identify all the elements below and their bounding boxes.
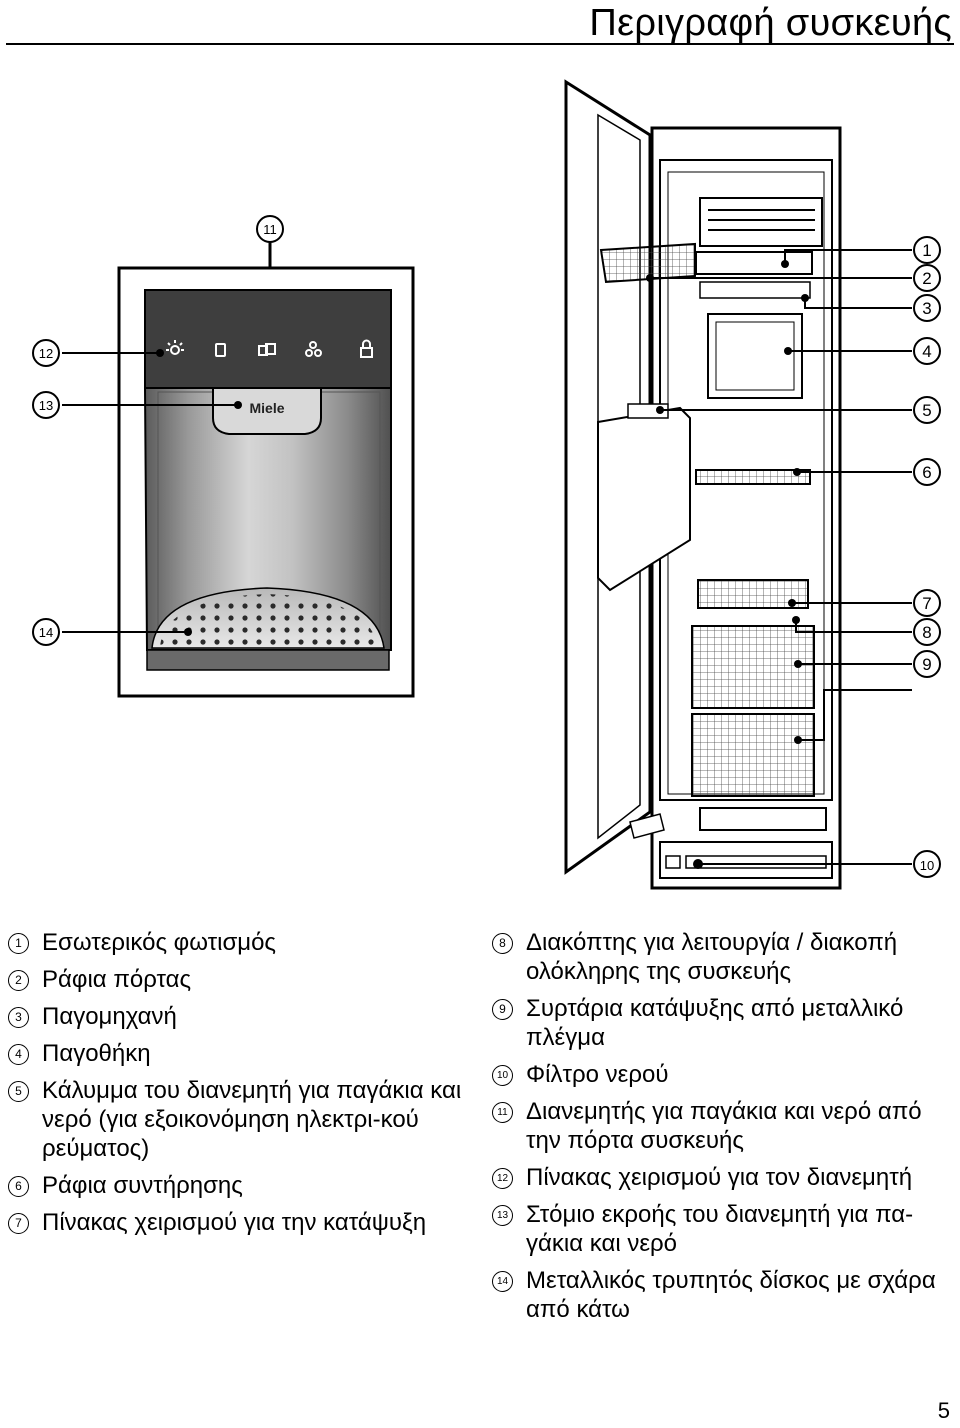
legend-num: 6 xyxy=(8,1176,29,1197)
brand-logo: Miele xyxy=(249,400,284,416)
callout-14: 14 xyxy=(32,618,60,646)
page-number: 5 xyxy=(937,1398,950,1423)
legend-num: 9 xyxy=(492,999,513,1020)
svg-text:4: 4 xyxy=(922,342,931,361)
svg-text:10: 10 xyxy=(920,858,934,873)
legend-num: 14 xyxy=(492,1271,513,1292)
legend-num: 10 xyxy=(492,1065,513,1086)
svg-text:1: 1 xyxy=(922,241,931,260)
callout-4: 4 xyxy=(913,337,941,365)
legend-item-12: 12 Πίνακας χειρισμού για τον διανεμητή xyxy=(492,1163,956,1192)
water-glass-icon xyxy=(215,343,226,357)
svg-text:12: 12 xyxy=(39,346,53,361)
legend-item-10: 10 Φίλτρο νερού xyxy=(492,1060,956,1089)
legend-item-9: 9 Συρτάρια κατάψυξης από μεταλλικό πλέγμα xyxy=(492,994,956,1052)
legend-text: Ράφια πόρτας xyxy=(42,966,192,993)
legend-num: 11 xyxy=(492,1102,513,1123)
legend-num: 8 xyxy=(492,933,513,954)
legend-item-5: 5 Κάλυμμα του διανεμητή για παγάκια και ν… xyxy=(8,1076,462,1163)
legend-num: 3 xyxy=(8,1007,29,1028)
lock-icon xyxy=(360,339,373,358)
legend-num: 2 xyxy=(8,970,29,991)
legend-text: Πίνακας χειρισμού για την κατάψυξη xyxy=(42,1209,427,1236)
svg-text:7: 7 xyxy=(922,594,931,613)
callout-11: 11 xyxy=(256,215,284,243)
legend-text: Διακόπτης για λειτουργία / διακοπή ολόκλ… xyxy=(526,929,898,985)
crushed-ice-icon xyxy=(305,341,322,357)
callout-5: 5 xyxy=(913,396,941,424)
freezer-drawing xyxy=(564,79,842,890)
appliance-figure: Miele xyxy=(32,79,941,890)
ice-cubes-icon xyxy=(258,343,276,356)
legend-item-2: 2 Ράφια πόρτας xyxy=(8,965,468,994)
svg-text:6: 6 xyxy=(922,463,931,482)
callout-12: 12 xyxy=(32,339,60,367)
legend-num: 1 xyxy=(8,933,29,954)
svg-text:9: 9 xyxy=(922,655,931,674)
legend-text: Ράφια συντήρησης xyxy=(42,1172,243,1199)
svg-text:3: 3 xyxy=(922,299,931,318)
legend-item-11: 11 Διανεμητής για παγάκια και νερό από τη… xyxy=(492,1097,956,1155)
svg-text:8: 8 xyxy=(922,623,931,642)
legend-text: Παγομηχανή xyxy=(42,1003,177,1030)
legend-text: Εσωτερικός φωτισμός xyxy=(42,929,276,956)
legend-item-8: 8 Διακόπτης για λειτουργία / διακοπή ολόκ… xyxy=(492,928,956,986)
legend-item-4: 4 Παγοθήκη xyxy=(8,1039,468,1068)
callout-8: 8 xyxy=(913,618,941,646)
legend-text: Φίλτρο νερού xyxy=(526,1061,669,1088)
callout-10: 10 xyxy=(913,850,941,878)
dispenser-outlet xyxy=(212,387,322,435)
legend-text: Συρτάρια κατάψυξης από μεταλλικό πλέγμα xyxy=(526,995,904,1051)
legend-item-3: 3 Παγομηχανή xyxy=(8,1002,468,1031)
svg-text:11: 11 xyxy=(263,222,277,237)
legend-item-13: 13 Στόμιο εκροής του διανεμητή για πα-γάκ… xyxy=(492,1200,956,1258)
legend-right: 8 Διακόπτης για λειτουργία / διακοπή ολόκ… xyxy=(492,928,956,1332)
legend-item-6: 6 Ράφια συντήρησης xyxy=(8,1171,468,1200)
svg-text:13: 13 xyxy=(39,398,53,413)
legend-num: 4 xyxy=(8,1044,29,1065)
page-title: Περιγραφή συσκευής xyxy=(589,2,952,44)
legend-num: 12 xyxy=(492,1168,513,1189)
svg-text:14: 14 xyxy=(39,625,53,640)
legend-item-14: 14 Μεταλλικός τρυπητός δίσκος με σχάρα απ… xyxy=(492,1266,956,1324)
legend-text: Παγοθήκη xyxy=(42,1040,151,1067)
legend-text: Διανεμητής για παγάκια και νερό από την … xyxy=(526,1098,922,1154)
callout-3: 3 xyxy=(913,294,941,322)
light-icon xyxy=(166,340,184,355)
callout-9: 9 xyxy=(913,650,941,678)
legend-text: Μεταλλικός τρυπητός δίσκος με σχάρα από … xyxy=(526,1267,936,1323)
callout-1: 1 xyxy=(913,236,941,264)
dispenser-detail: Miele xyxy=(117,242,415,698)
legend-item-1: 1 Εσωτερικός φωτισμός xyxy=(8,928,468,957)
legend-text: Στόμιο εκροής του διανεμητή για πα-γάκια… xyxy=(526,1201,914,1257)
callout-13: 13 xyxy=(32,391,60,419)
callout-7: 7 xyxy=(913,589,941,617)
legend-num: 7 xyxy=(8,1213,29,1234)
legend-item-7: 7 Πίνακας χειρισμού για την κατάψυξη xyxy=(8,1208,468,1237)
legend-text: Κάλυμμα του διανεμητή για παγάκια και νε… xyxy=(42,1077,462,1162)
dispenser-control-panel xyxy=(144,289,392,389)
header-rule xyxy=(6,43,954,45)
legend-text: Πίνακας χειρισμού για τον διανεμητή xyxy=(526,1164,913,1191)
legend-num: 13 xyxy=(492,1205,513,1226)
svg-text:5: 5 xyxy=(922,401,931,420)
callout-2: 2 xyxy=(913,264,941,292)
legend-num: 5 xyxy=(8,1081,29,1102)
svg-text:2: 2 xyxy=(922,269,931,288)
callout-6: 6 xyxy=(913,458,941,486)
